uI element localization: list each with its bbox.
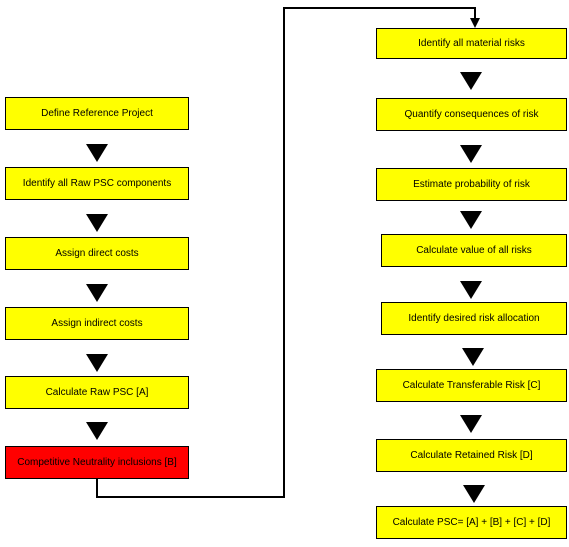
down-arrow-icon [460, 145, 482, 163]
step-label: Estimate probability of risk [413, 179, 530, 190]
step-calculate-transferable-risk: Calculate Transferable Risk [C] [376, 369, 567, 402]
down-arrow-icon [463, 485, 485, 503]
down-arrow-icon [86, 144, 108, 162]
down-arrow-icon [86, 214, 108, 232]
down-arrow-icon [460, 415, 482, 433]
connector-arrowhead-icon [470, 18, 480, 28]
step-label: Competitive Neutrality inclusions [B] [17, 457, 177, 468]
step-label: Assign direct costs [55, 248, 139, 259]
step-assign-direct-costs: Assign direct costs [5, 237, 189, 270]
step-competitive-neutrality-inclusions: Competitive Neutrality inclusions [B] [5, 446, 189, 479]
step-label: Calculate PSC= [A] + [B] + [C] + [D] [392, 517, 551, 528]
step-label: Quantify consequences of risk [404, 109, 539, 120]
step-label: Calculate Raw PSC [A] [45, 387, 149, 398]
step-define-reference-project: Define Reference Project [5, 97, 189, 130]
step-label: Calculate Retained Risk [D] [410, 450, 533, 461]
step-quantify-consequences: Quantify consequences of risk [376, 98, 567, 131]
step-label: Identify all material risks [418, 38, 525, 49]
step-calculate-psc-total: Calculate PSC= [A] + [B] + [C] + [D] [376, 506, 567, 539]
step-calculate-retained-risk: Calculate Retained Risk [D] [376, 439, 567, 472]
down-arrow-icon [86, 284, 108, 302]
down-arrow-icon [460, 72, 482, 90]
down-arrow-icon [86, 354, 108, 372]
down-arrow-icon [460, 211, 482, 229]
down-arrow-icon [86, 422, 108, 440]
step-identify-raw-psc-components: Identify all Raw PSC components [5, 167, 189, 200]
step-identify-material-risks: Identify all material risks [376, 28, 567, 59]
step-calculate-raw-psc: Calculate Raw PSC [A] [5, 376, 189, 409]
step-label: Assign indirect costs [51, 318, 143, 329]
step-assign-indirect-costs: Assign indirect costs [5, 307, 189, 340]
step-label: Calculate value of all risks [416, 245, 532, 256]
down-arrow-icon [460, 281, 482, 299]
step-label: Define Reference Project [41, 108, 153, 119]
step-estimate-probability: Estimate probability of risk [376, 168, 567, 201]
step-label: Identify desired risk allocation [408, 313, 540, 324]
step-calculate-value-of-risks: Calculate value of all risks [381, 234, 567, 267]
step-identify-risk-allocation: Identify desired risk allocation [381, 302, 567, 335]
down-arrow-icon [462, 348, 484, 366]
step-label: Calculate Transferable Risk [C] [402, 380, 541, 391]
step-label: Identify all Raw PSC components [22, 178, 172, 189]
